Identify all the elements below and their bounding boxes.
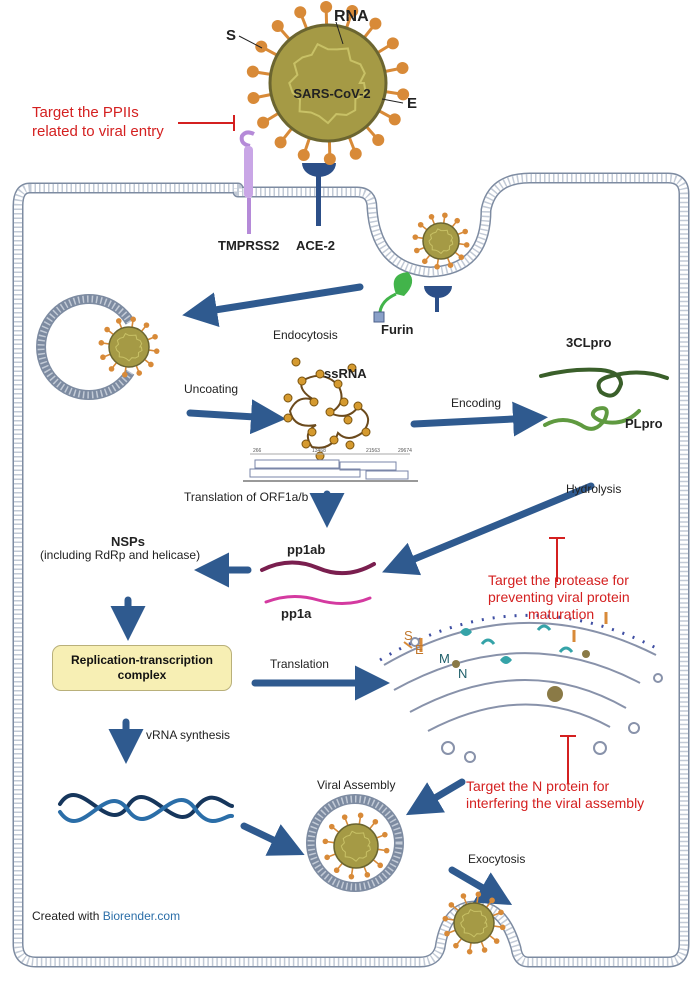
translation-orf-label: Translation of ORF1a/b: [184, 490, 308, 504]
ssrna-label: ssRNA: [324, 366, 367, 382]
genome-tick-0: 266: [253, 448, 262, 454]
encoding-label: Encoding: [451, 396, 501, 410]
pp1ab-label: pp1ab: [287, 542, 325, 558]
genome-map: [243, 454, 418, 481]
polyproteins: [262, 562, 374, 603]
furin-label: Furin: [381, 322, 414, 338]
genome-ticks: 266 13468 21563 29674: [253, 448, 412, 454]
envelope-label: E: [407, 95, 417, 113]
target-entry-line1: Target the PPIIs: [32, 104, 139, 122]
nsps-detail-label: (including RdRp and helicase): [40, 548, 200, 562]
uncoating-label: Uncoating: [184, 382, 238, 396]
golgi-er-stacks: [380, 615, 662, 762]
target-n-line2: interfering the viral assembly: [466, 795, 644, 812]
exocytosis-label: Exocytosis: [468, 852, 525, 866]
vrna-synthesis-label: vRNA synthesis: [146, 728, 230, 742]
3clpro-label: 3CLpro: [566, 335, 612, 351]
tmprss2-label: TMPRSS2: [218, 238, 279, 254]
virus-leader-line-2: [382, 99, 403, 103]
genome-tick-3: 29674: [398, 448, 412, 454]
credit-prefix: Created with: [32, 909, 103, 923]
credit-brand: Biorender.com: [103, 909, 180, 923]
replication-transcription-complex: Replication-transcription complex: [52, 645, 232, 691]
target-protease-line3: maturation: [528, 606, 594, 623]
rna-label: RNA: [334, 7, 369, 26]
pp1a-label: pp1a: [281, 606, 311, 622]
biorender-credit: Created with Biorender.com: [32, 909, 180, 923]
genome-tick-1: 13468: [312, 448, 326, 454]
er-e-label: E: [415, 642, 424, 658]
er-proteins: [404, 612, 606, 702]
er-s-label: S: [404, 628, 413, 644]
virus-name-label: SARS-CoV-2: [282, 86, 382, 102]
tmprss2-receptor: [242, 132, 254, 234]
target-entry-line2: related to viral entry: [32, 123, 164, 141]
endocytosis-label: Endocytosis: [273, 328, 338, 342]
virus-endosome: [99, 317, 160, 378]
ace2-label: ACE-2: [296, 238, 335, 254]
target-n-line1: Target the N protein for: [466, 778, 609, 795]
vrna-helix: [60, 795, 232, 821]
viral-assembly-label: Viral Assembly: [317, 778, 395, 792]
spike-label: S: [226, 27, 236, 45]
target-protease-line1: Target the protease for: [488, 572, 629, 589]
er-n-label: N: [458, 666, 467, 682]
virus-main: [247, 1, 409, 165]
rtc-line1: Replication-transcription: [71, 653, 213, 668]
target-protease-line2: preventing viral protein: [488, 589, 630, 606]
hydrolysis-label: Hydrolysis: [566, 482, 621, 496]
er-m-label: M: [439, 651, 450, 667]
virus-assembly: [323, 813, 390, 880]
plpro-label: PLpro: [625, 416, 663, 432]
rtc-line2: complex: [71, 668, 213, 683]
genome-tick-2: 21563: [366, 448, 380, 454]
translation-label: Translation: [270, 657, 329, 671]
furin-protein: [374, 272, 452, 322]
